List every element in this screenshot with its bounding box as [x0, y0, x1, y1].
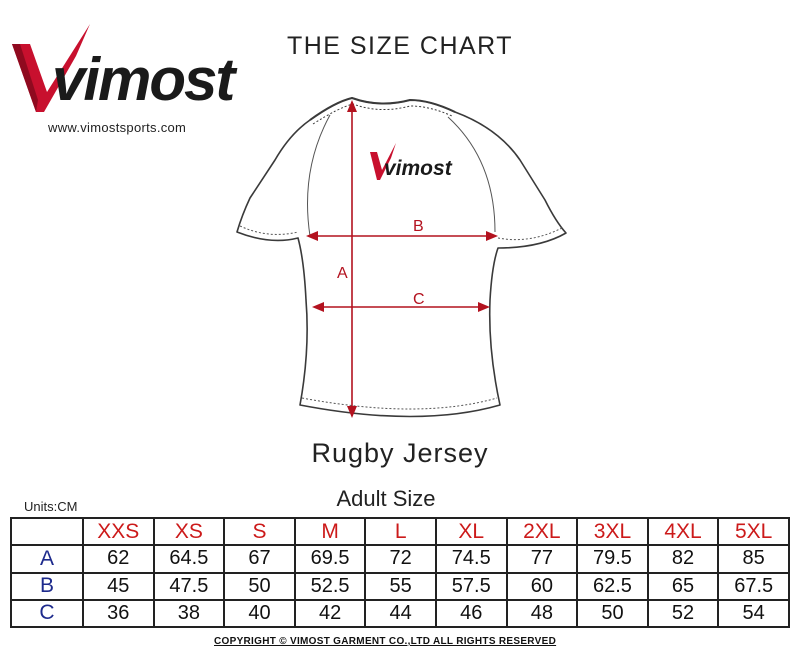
table-cell: 67: [223, 544, 296, 574]
jersey-collar: [309, 97, 456, 121]
logo-wordmark: vimost: [52, 46, 238, 113]
table-cell: 55: [364, 571, 437, 601]
table-cell: 50: [576, 598, 649, 629]
size-header: 5XL: [717, 516, 790, 547]
table-cell: 38: [152, 598, 226, 629]
size-table: XXS XS S M L XL 2XL 3XL 4XL 5XL A 62 64.…: [10, 516, 790, 629]
table-row: A 62 64.5 67 69.5 72 74.5 77 79.5 82 85: [10, 544, 790, 574]
table-cell: 74.5: [434, 544, 508, 574]
table-cell: 47.5: [152, 571, 226, 601]
table-cell: 77: [505, 544, 579, 574]
table-cell: 48: [505, 598, 579, 629]
website-url: www.vimostsports.com: [48, 120, 187, 135]
size-header: XL: [434, 516, 508, 547]
table-cell: 69.5: [293, 544, 367, 574]
table-title: Adult Size: [336, 486, 436, 511]
vimost-logo: vimost: [12, 24, 240, 113]
table-cell: 50: [223, 571, 296, 601]
table-cell: 52.5: [293, 571, 367, 601]
size-header: XS: [152, 516, 226, 547]
table-row: B 45 47.5 50 52.5 55 57.5 60 62.5 65 67.…: [10, 571, 790, 601]
table-cell: 40: [223, 598, 296, 629]
table-cell: 64.5: [152, 544, 226, 574]
chest-logo: vimost: [370, 143, 453, 180]
table-cell: 52: [646, 598, 720, 629]
table-cell: 65: [646, 571, 720, 601]
size-header-row: XXS XS S M L XL 2XL 3XL 4XL 5XL: [10, 516, 790, 547]
table-cell: 36: [82, 598, 155, 629]
table-cell: 62: [82, 544, 155, 574]
table-cell: 62.5: [576, 571, 649, 601]
table-cell: 79.5: [576, 544, 649, 574]
table-row: C 36 38 40 42 44 46 48 50 52 54: [10, 598, 790, 629]
table-cell: 42: [293, 598, 367, 629]
size-header: XXS: [82, 516, 155, 547]
table-cell: 85: [717, 544, 790, 574]
copyright-notice: COPYRIGHT © VIMOST GARMENT CO.,LTD ALL R…: [214, 636, 557, 647]
jersey-body: [236, 97, 567, 418]
size-header: 4XL: [646, 516, 720, 547]
measure-a-label: A: [337, 265, 348, 282]
table-cell: 82: [646, 544, 720, 574]
measure-c-label: C: [413, 291, 425, 308]
table-cell: 72: [364, 544, 437, 574]
jersey-illustration: vimost A B C: [236, 97, 567, 418]
table-cell: 57.5: [434, 571, 508, 601]
size-header: 2XL: [505, 516, 579, 547]
corner-cell: [10, 516, 84, 547]
row-label: B: [10, 571, 84, 601]
table-cell: 60: [505, 571, 579, 601]
measure-b-label: B: [413, 218, 424, 235]
table-cell: 54: [717, 598, 790, 629]
table-cell: 44: [364, 598, 437, 629]
table-cell: 67.5: [717, 571, 790, 601]
table-cell: 45: [82, 571, 155, 601]
row-label: C: [10, 598, 84, 629]
table-cell: 46: [434, 598, 508, 629]
size-header: S: [223, 516, 296, 547]
size-header: L: [364, 516, 437, 547]
size-header: M: [293, 516, 367, 547]
svg-text:vimost: vimost: [384, 157, 453, 180]
row-label: A: [10, 544, 84, 574]
size-header: 3XL: [576, 516, 649, 547]
page-title: THE SIZE CHART: [286, 32, 514, 60]
product-name: Rugby Jersey: [311, 438, 489, 468]
units-label: Units:CM: [24, 499, 78, 514]
